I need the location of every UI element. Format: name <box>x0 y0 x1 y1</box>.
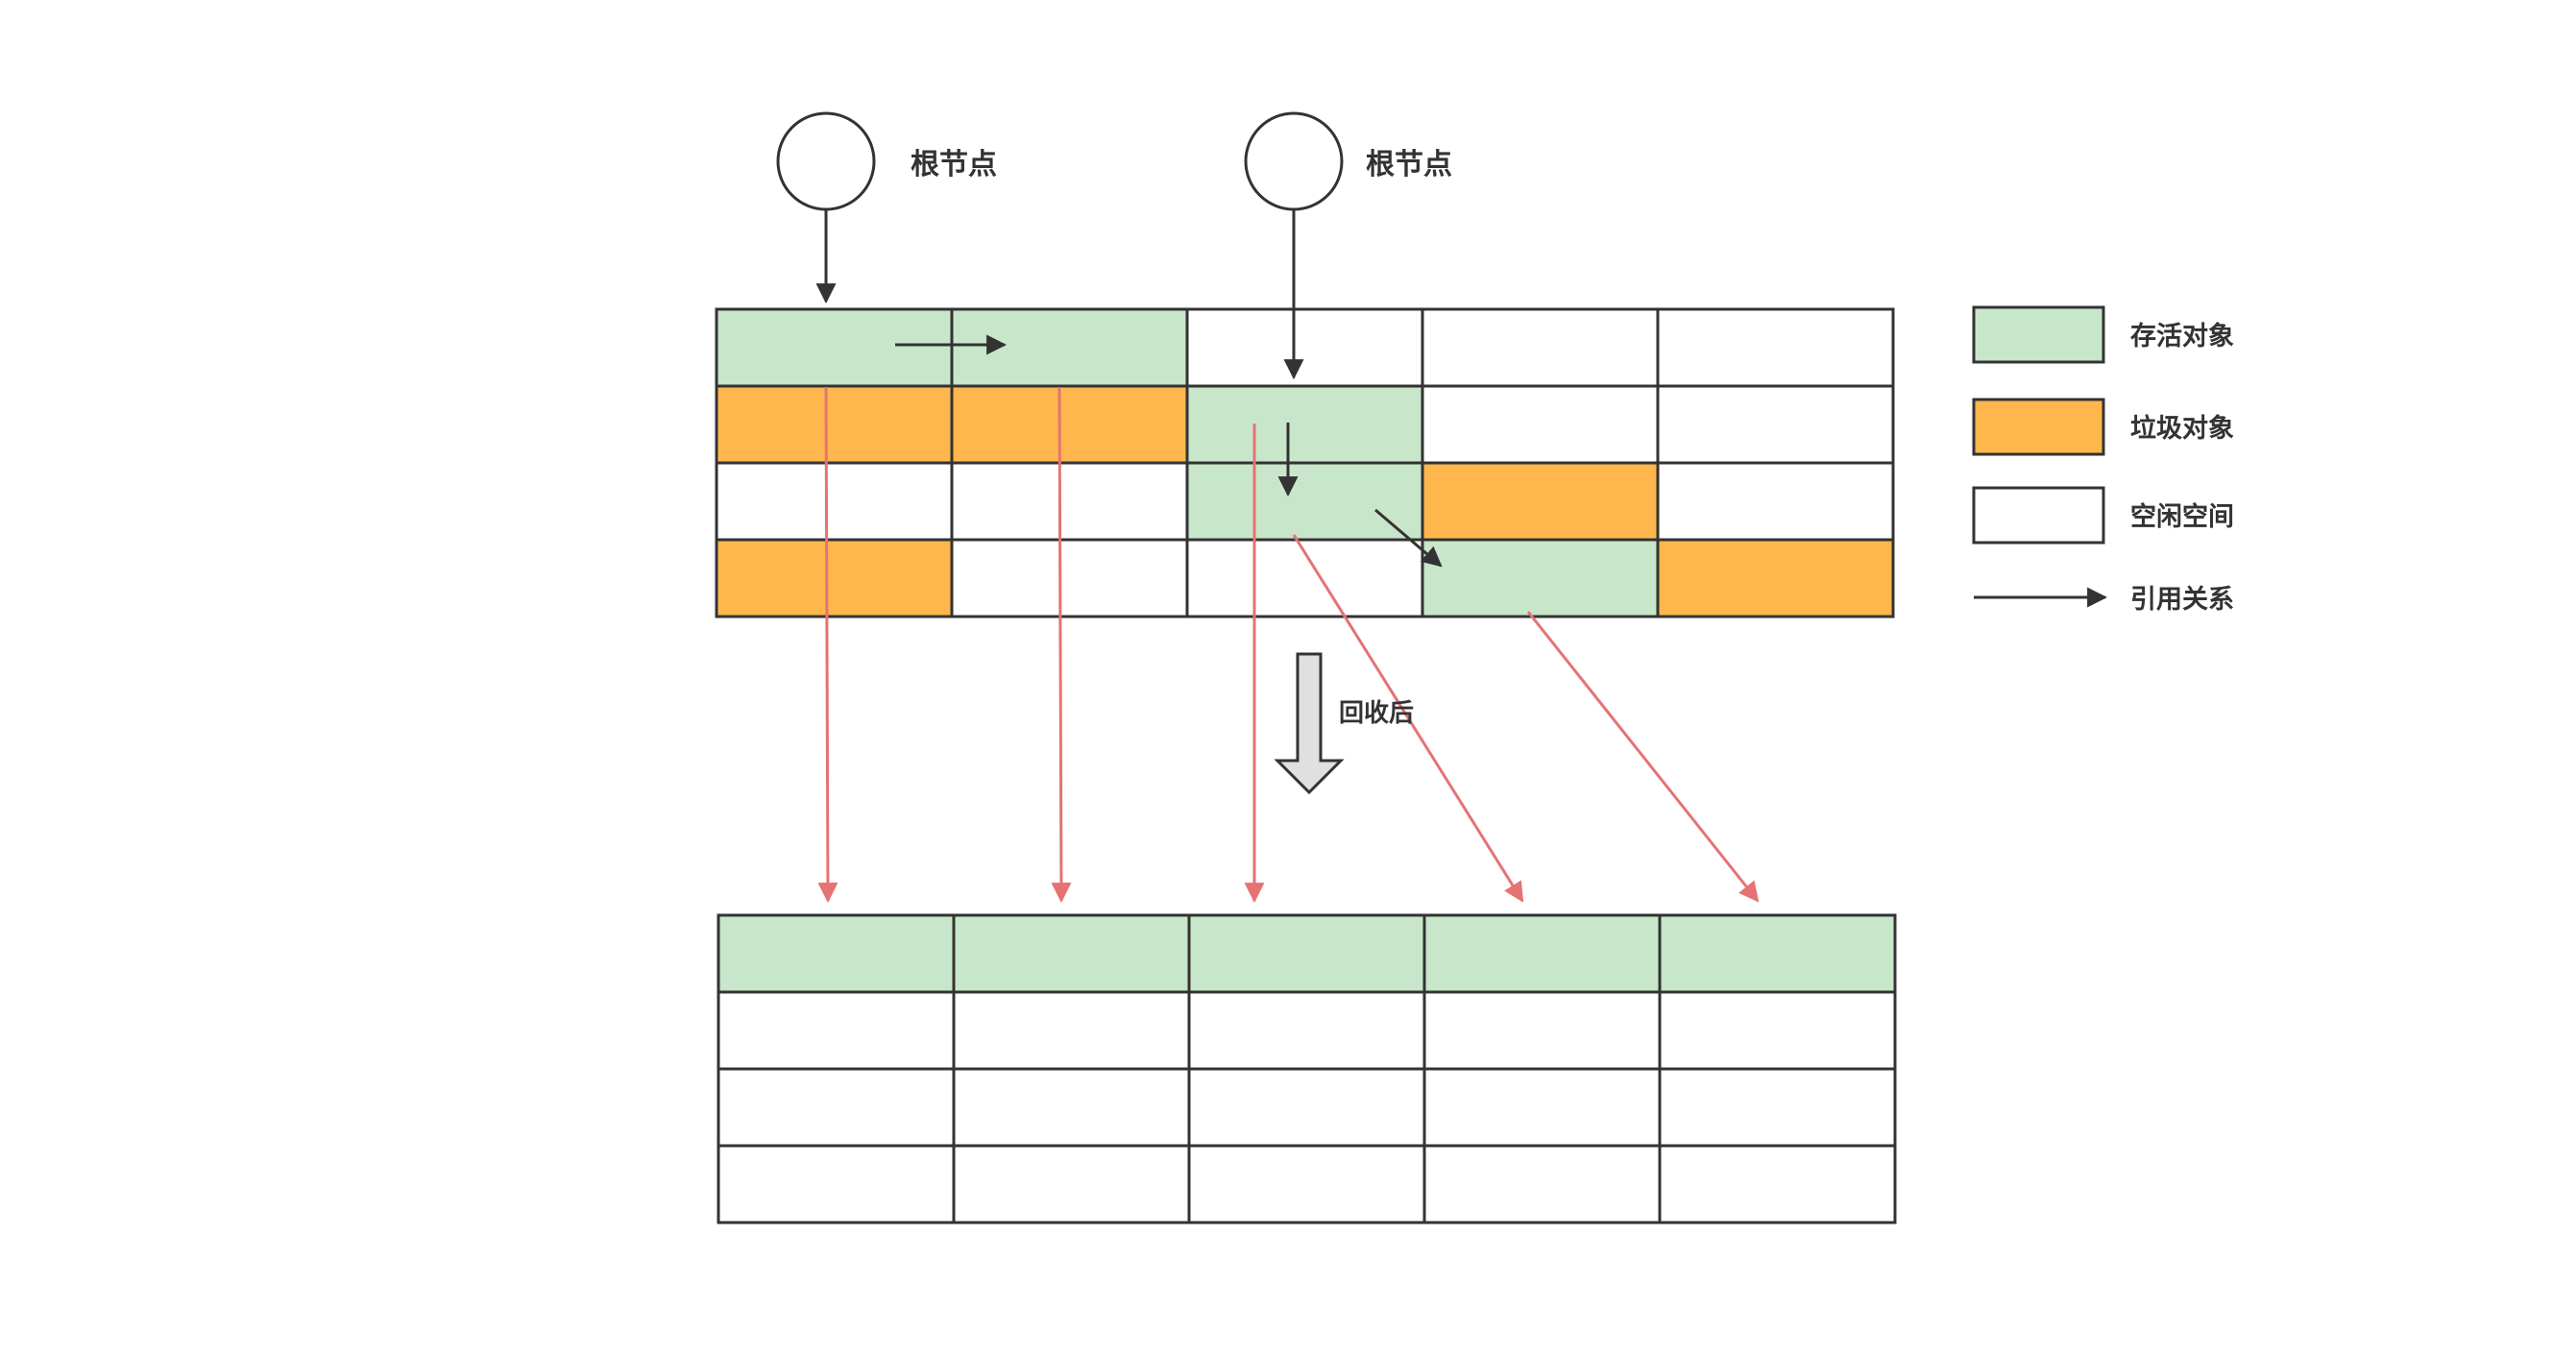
memory-cell-free <box>1658 1067 1897 1148</box>
memory-cell-free <box>1658 990 1897 1071</box>
memory-cell-live <box>1185 461 1424 542</box>
legend-swatch-free <box>1972 486 2105 545</box>
after-gc-memory-grid <box>717 913 1897 1224</box>
memory-cell-free <box>1422 990 1662 1071</box>
memory-cell-free <box>1656 461 1895 542</box>
memory-cell-live <box>1187 913 1426 994</box>
memory-cell-live <box>952 913 1191 994</box>
memory-cell-free <box>1185 307 1424 388</box>
root-node-circle <box>1244 111 1344 211</box>
memory-cell-free <box>717 990 956 1071</box>
memory-cell-garbage <box>715 384 954 465</box>
memory-cell-garbage <box>1421 461 1660 542</box>
memory-cell-free <box>715 461 954 542</box>
root-node-label: 根节点 <box>1366 148 1452 182</box>
root-node-circle <box>776 111 876 211</box>
memory-cell-free <box>1187 990 1426 1071</box>
memory-cell-free <box>1422 1144 1662 1224</box>
legend-label: 引用关系 <box>2130 585 2234 615</box>
legend-item-free: 空闲空间 <box>1972 486 2234 545</box>
memory-cell-live <box>717 913 956 994</box>
memory-cell-free <box>1656 384 1895 465</box>
relocation-arrow <box>1526 611 1760 903</box>
root-node-2: 根节点 <box>1244 111 1452 211</box>
memory-cell-free <box>952 990 1191 1071</box>
legend-label: 垃圾对象 <box>2130 413 2234 444</box>
memory-cell-free <box>1656 307 1895 388</box>
memory-cell-free <box>1187 1067 1426 1148</box>
relocation-arrow <box>1292 534 1524 903</box>
relocation-arrow <box>1051 386 1072 904</box>
root-node-1: 根节点 <box>776 111 997 211</box>
memory-cell-free <box>717 1067 956 1148</box>
reference-arrows <box>815 209 1443 568</box>
legend-swatch-garbage <box>1972 398 2105 456</box>
memory-cell-garbage <box>950 384 1189 465</box>
root-node-label: 根节点 <box>911 148 997 182</box>
relocation-arrow <box>817 386 838 904</box>
memory-cell-free <box>1421 384 1660 465</box>
down-arrow-icon <box>1274 652 1345 795</box>
memory-cell-free <box>1421 307 1660 388</box>
memory-cell-live <box>950 307 1189 388</box>
memory-cell-free <box>717 1144 956 1224</box>
memory-cell-free <box>950 538 1189 618</box>
legend-item-live: 存活对象 <box>1972 305 2234 364</box>
memory-cell-free <box>952 1144 1191 1224</box>
memory-cell-live <box>1658 913 1897 994</box>
memory-cell-free <box>1422 1067 1662 1148</box>
reference-arrow <box>1374 508 1443 568</box>
memory-cell-live <box>1422 913 1662 994</box>
memory-cell-free <box>952 1067 1191 1148</box>
legend-swatch-live <box>1972 305 2105 364</box>
legend-item-reference: 引用关系 <box>1974 585 2234 615</box>
transition-indicator: 回收后 <box>1274 652 1414 795</box>
memory-cell-live <box>715 307 954 388</box>
legend-label: 空闲空间 <box>2130 501 2234 532</box>
legend-label: 存活对象 <box>2130 321 2234 351</box>
before-gc-memory-grid <box>715 307 1895 618</box>
legend: 存活对象 垃圾对象 空闲空间 引用关系 <box>1972 305 2234 615</box>
relocation-arrows <box>817 386 1760 904</box>
memory-cell-garbage <box>1656 538 1895 618</box>
memory-cell-garbage <box>715 538 954 618</box>
memory-cell-free <box>1187 1144 1426 1224</box>
legend-item-garbage: 垃圾对象 <box>1972 398 2234 456</box>
memory-cell-free <box>950 461 1189 542</box>
memory-cell-live <box>1421 538 1660 618</box>
memory-cell-live <box>1185 384 1424 465</box>
memory-cell-free <box>1658 1144 1897 1224</box>
transition-label: 回收后 <box>1339 699 1414 728</box>
